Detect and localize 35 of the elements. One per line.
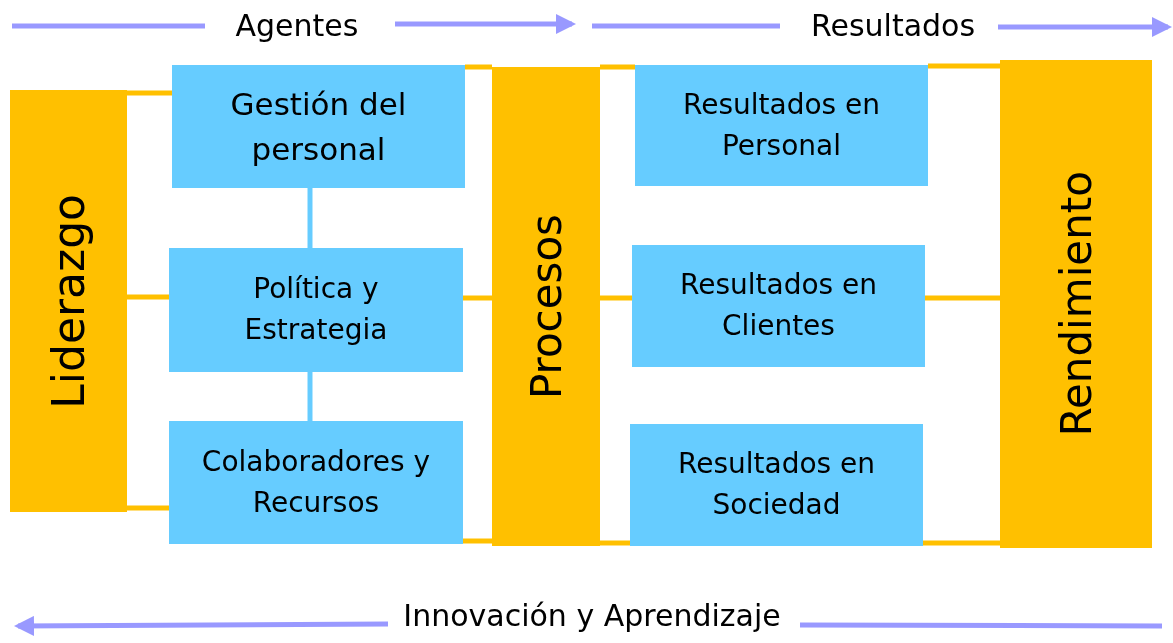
connector-line [600,64,635,70]
connector-line [463,538,492,544]
connector-line [307,188,313,248]
connector-line [925,295,1000,301]
connector-line [127,90,172,96]
pillar-box [10,90,127,512]
pillar-label: Liderazgo [43,193,94,409]
connector-line [307,372,313,421]
section-heading: Innovación y Aprendizaje [403,598,781,633]
process-box [630,424,923,546]
connector-line [923,540,1000,546]
connector-line [465,64,492,70]
connector-line [127,294,169,300]
box-label: Resultados en Personal [681,86,881,164]
connector-line [463,295,492,301]
process-box [632,245,925,367]
connector-line [600,295,632,301]
section-heading: Resultados [810,8,976,43]
connector-line [928,63,1000,69]
process-box [635,65,928,186]
box-label: Política y Estrategia [243,271,389,348]
box-label: Gestión del personal [229,84,408,169]
box-label: Colaboradores y Recursos [200,443,432,521]
box-label: Resultados en Clientes [678,267,878,344]
process-box [169,421,463,544]
pillar-box [492,67,600,546]
box-label: Resultados en Sociedad [676,446,876,523]
connector-line [127,505,169,511]
process-box [169,248,463,372]
pillar-label: Rendimiento [1051,171,1101,437]
section-heading: Agentes [235,8,359,43]
pillar-label: Procesos [521,214,571,399]
process-box [172,65,465,188]
pillar-box [1000,60,1152,548]
connector-line [600,540,630,546]
